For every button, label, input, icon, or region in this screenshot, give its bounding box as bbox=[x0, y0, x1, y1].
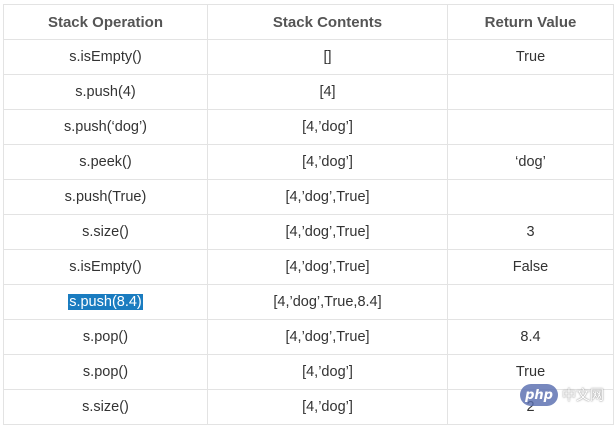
return-cell bbox=[447, 284, 614, 320]
php-cn-watermark: php 中文网 bbox=[520, 384, 604, 406]
operation-cell: s.push(8.4) bbox=[3, 284, 208, 320]
return-cell bbox=[447, 74, 614, 110]
table-row: s.push(4) [4] bbox=[3, 74, 614, 110]
operation-cell: s.pop() bbox=[3, 319, 208, 355]
table-row: s.pop() [4,’dog’,True] 8.4 bbox=[3, 319, 614, 355]
contents-cell: [4,’dog’,True,8.4] bbox=[207, 284, 448, 320]
php-logo-icon: php bbox=[520, 384, 558, 406]
return-cell: False bbox=[447, 249, 614, 285]
operation-cell: s.size() bbox=[3, 214, 208, 250]
operation-cell: s.size() bbox=[3, 389, 208, 425]
operation-cell: s.push(‘dog’) bbox=[3, 109, 208, 145]
contents-cell: [4,’dog’] bbox=[207, 354, 448, 390]
operation-cell: s.isEmpty() bbox=[3, 39, 208, 75]
return-cell: 3 bbox=[447, 214, 614, 250]
contents-cell: [4] bbox=[207, 74, 448, 110]
watermark-site-text: 中文网 bbox=[562, 387, 604, 403]
contents-cell: [] bbox=[207, 39, 448, 75]
table-row: s.pop() [4,’dog’] True bbox=[3, 354, 614, 390]
contents-cell: [4,’dog’,True] bbox=[207, 249, 448, 285]
header-stack-contents: Stack Contents bbox=[207, 4, 448, 40]
return-cell bbox=[447, 109, 614, 145]
contents-cell: [4,’dog’,True] bbox=[207, 319, 448, 355]
table-header-row: Stack Operation Stack Contents Return Va… bbox=[3, 4, 614, 40]
contents-cell: [4,’dog’] bbox=[207, 144, 448, 180]
operation-cell: s.isEmpty() bbox=[3, 249, 208, 285]
operation-cell: s.push(True) bbox=[3, 179, 208, 215]
table-row: s.push(8.4) [4,’dog’,True,8.4] bbox=[3, 284, 614, 320]
return-cell: ‘dog’ bbox=[447, 144, 614, 180]
header-return-value: Return Value bbox=[447, 4, 614, 40]
return-cell: 8.4 bbox=[447, 319, 614, 355]
contents-cell: [4,’dog’] bbox=[207, 389, 448, 425]
contents-cell: [4,’dog’] bbox=[207, 109, 448, 145]
table-row: s.push(True) [4,’dog’,True] bbox=[3, 179, 614, 215]
table-row: s.push(‘dog’) [4,’dog’] bbox=[3, 109, 614, 145]
table-row: s.size() [4,’dog’,True] 3 bbox=[3, 214, 614, 250]
table-row: s.peek() [4,’dog’] ‘dog’ bbox=[3, 144, 614, 180]
return-cell bbox=[447, 179, 614, 215]
contents-cell: [4,’dog’,True] bbox=[207, 214, 448, 250]
selected-text-highlight: s.push(8.4) bbox=[68, 294, 143, 310]
header-stack-operation: Stack Operation bbox=[3, 4, 208, 40]
return-cell: True bbox=[447, 39, 614, 75]
operation-cell: s.peek() bbox=[3, 144, 208, 180]
contents-cell: [4,’dog’,True] bbox=[207, 179, 448, 215]
table-row: s.isEmpty() [4,’dog’,True] False bbox=[3, 249, 614, 285]
table-row: s.isEmpty() [] True bbox=[3, 39, 614, 75]
operation-cell: s.push(4) bbox=[3, 74, 208, 110]
operation-cell: s.pop() bbox=[3, 354, 208, 390]
stack-operations-table: Stack Operation Stack Contents Return Va… bbox=[3, 4, 614, 425]
